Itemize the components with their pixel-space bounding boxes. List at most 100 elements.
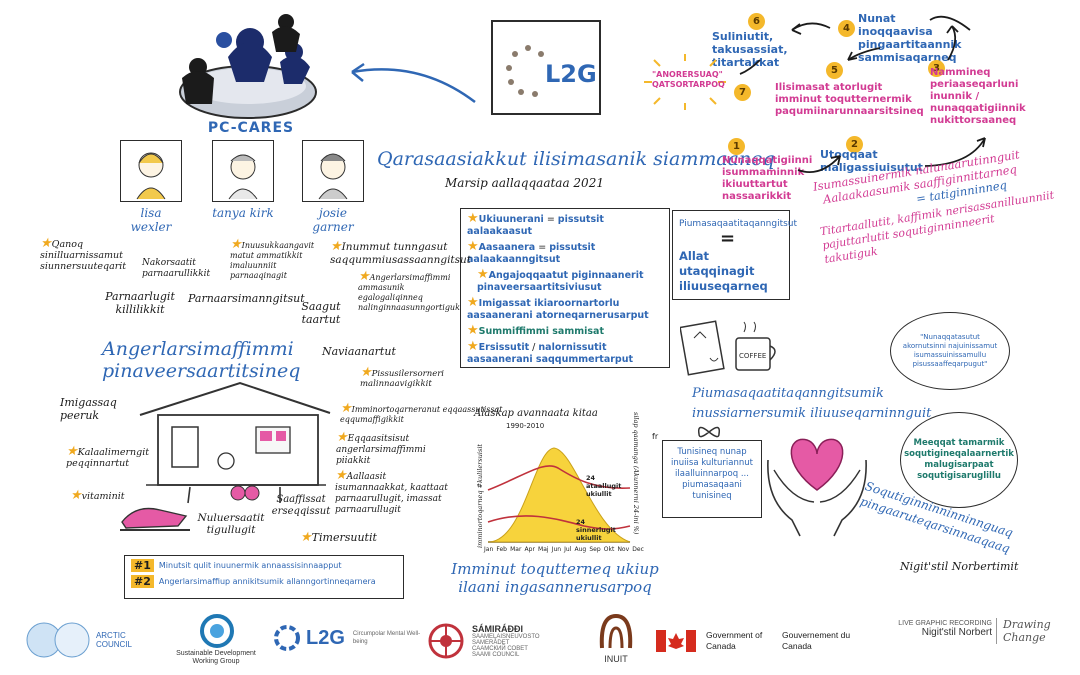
l2g-mark-icon — [506, 45, 544, 97]
tip-saaffissat: Saaffissat erseqqissut — [271, 494, 331, 517]
chart-caption: Imminut toqutterneq ukiup ilaani ingasan… — [451, 560, 659, 596]
list-term: Summiffimmi sammisat — [478, 326, 604, 337]
cycle-step-1: Nunaqqatigiinni isummaminnik ikiuuttartu… — [722, 155, 813, 202]
l2g-footer-logo: L2G Circumpolar Mental Well-being — [272, 616, 442, 660]
step-number: 5 — [826, 62, 843, 79]
step-number: 4 — [838, 20, 855, 37]
saami-council-logo: SÁMIRÁÐÐI SAAMELAISNEUVOSTO SAMERÅDET СА… — [426, 612, 576, 670]
legend-item: #2 Angerlarsimaffiup annikitsumik allann… — [131, 575, 397, 588]
portrait-josie — [302, 140, 364, 202]
step-number: 7 — [734, 84, 751, 101]
heart-in-hands — [762, 420, 872, 540]
list-def: nalornissutit aasaanerani saqqummertarpu… — [467, 342, 634, 365]
speaker-josie: josie garner — [302, 140, 372, 234]
l2g-footer-label: L2G — [306, 626, 345, 649]
saami-line: SAAMELAISNEUVOSTO — [472, 634, 540, 640]
month-label: Jan — [484, 546, 494, 553]
tip-parnaarsimanngitsut: Parnaarsimanngitsut — [188, 292, 305, 305]
tip-pissusilersorneri: ★Pissusilersorneri malinnaavigikkit — [360, 365, 445, 389]
month-label: Jul — [564, 546, 572, 553]
speaker-tanya: tanya kirk — [212, 140, 282, 220]
tip-aallaasit: ★Aallaasit isumannaakkat, kaattaat parna… — [335, 468, 448, 515]
card-and-coffee-sketch: COFFEE — [679, 318, 790, 378]
cycle-arrows — [739, 15, 986, 174]
tip-inummut: ★Inummut tunngasut saqqummiusassaanngits… — [330, 239, 472, 266]
recording-label: LIVE GRAPHIC RECORDING — [898, 620, 992, 627]
step-number: 2 — [846, 136, 863, 153]
saami-line: СААМСКИЙ СОВЕТ — [472, 646, 528, 652]
tip-vitaminit: ★vitaminit — [70, 488, 125, 503]
legend-item: #1 Minutsit qulit inuunermik annaassisin… — [131, 559, 397, 572]
gift-bow-icon — [694, 418, 724, 442]
sun-burst: "ANORERSUAQ" QATSORTARPOQ — [640, 52, 730, 112]
list-box: ★Ukiuunerani = pissutsit aalaakaasut ★Aa… — [460, 208, 670, 368]
tip-naviaanartut: Naviaanartut — [322, 345, 396, 358]
l2g-footer-sub: Circumpolar Mental Well-being — [352, 631, 421, 645]
chart-yaxis-left: imminortoqarneq #kulilersuisit — [476, 443, 484, 548]
month-label: Dec — [632, 546, 644, 553]
speech-text-bottom: Meeqqat tamarmik soqutigineqalaarnertik … — [904, 438, 1014, 481]
cycle-step-4: Nunat inoqqaavisa pingaartitaannik sammi… — [858, 12, 962, 64]
piumasaq-label: Piumasaqaatitaqanngitsut — [679, 219, 798, 229]
saami-line: SAAMI COUNCIL — [472, 652, 520, 658]
sdwg-logo: Sustainable Development Working Group — [164, 614, 268, 674]
step-number: 6 — [748, 13, 765, 30]
list-term: Ersissutit — [478, 342, 530, 353]
piumasaq-box: Piumasaqaatitaqanngitsut Allat utaqqinag… — [672, 210, 798, 300]
house-legend: #1 Minutsit qulit inuunermik annaassisin… — [124, 555, 404, 599]
drawing-change-logo: Drawing Change — [996, 618, 1058, 644]
arctic-council-label: ARCTIC COUNCIL — [95, 631, 132, 649]
cycle-step-5: Ilisimasat atorlugit imminut toqutterner… — [775, 82, 924, 117]
tip-qanoq: ★Qanoq sinilluarnissamut siunnersuuteqar… — [40, 236, 127, 272]
snowmobile-icon — [116, 498, 196, 534]
footer: ARCTIC COUNCIL Sustainable Development W… — [0, 608, 1080, 675]
arrow-to-pccares — [351, 62, 476, 103]
page-title: Qarasaasiakkut ilisimasanik siammaaneq — [377, 148, 775, 170]
tunisineq-box: Tunisineq nunap inuiisa kulturiannut ila… — [662, 440, 762, 518]
inuit-label: INUIT — [604, 654, 628, 664]
tip-parnaarlugit: Parnaarlugit killilikkit — [105, 290, 175, 316]
tip-saagut: Saagut taartut — [301, 300, 341, 326]
event-date: Marsip aallaqqaataa 2021 — [445, 176, 604, 190]
pc-cares-logo: PC-CARES — [168, 12, 328, 137]
portrait-tanya — [212, 140, 274, 202]
canada-logo: Government of Canada Gouvernement du Can… — [656, 626, 866, 656]
speaker-lisa: lisa wexler — [120, 140, 190, 234]
list-item: ★Ukiuunerani = pissutsit aalaakaasut — [467, 211, 604, 237]
speech-bubble-bottom: Meeqqat tamarmik soqutigineqalaarnertik … — [900, 412, 1018, 508]
inuit-logo: INUIT — [586, 612, 646, 670]
cycle-step-7: "ANORERSUAQ" QATSORTARPOQ — [652, 70, 725, 89]
month-label: Maj — [538, 546, 549, 553]
legend-text: Angerlarsimaffiup annikitsumik allanngor… — [158, 577, 376, 586]
l2g-frame: L2G — [491, 20, 601, 115]
gov-en: Government of Canada — [706, 630, 763, 651]
tip-angerlarsimaffimmi: ★Angerlarsimaffimmi ammasunik egalogaliq… — [358, 269, 460, 312]
svg-text:COFFEE: COFFEE — [739, 352, 766, 360]
tip-imigassaq: Imigassaq peeruk — [60, 396, 117, 422]
house-drawing — [130, 375, 340, 505]
pc-cares-label: PC-CARES — [207, 120, 295, 136]
chart-title: Alaskap avannaata kitaa — [474, 408, 598, 419]
month-label: Okt — [603, 546, 615, 553]
list-item: ★Angajoqqaatut piginnaanerit pinaveersaa… — [477, 267, 644, 293]
l2g-label: L2G — [545, 60, 597, 88]
tip-timersuutit: ★Timersuutit — [300, 530, 377, 545]
tip-inuusukkaangavit: ★Inuusukkaangavit matut ammatikkit imalu… — [230, 237, 315, 280]
chart-label-low: 24 sinnerlugit ukiullit — [576, 518, 616, 542]
step-number: 1 — [728, 138, 745, 155]
cycle-step-3: Nammineq periaaseqarluni inunnik / nunaq… — [930, 67, 1026, 126]
equals-sign: = — [720, 228, 736, 249]
list-def: pissutsit aalaakaanngitsut — [467, 242, 596, 265]
list-term: Angajoqqaatut piginnaanerit pinaveersaar… — [477, 270, 644, 293]
allat-label: Allat utaqqinagit iliuuseqarneq — [679, 249, 768, 293]
month-label: Apr — [524, 546, 535, 553]
speech-bubble-top: "Nunaqqatasutut akornutsinni najuinissam… — [890, 312, 1010, 390]
list-item: ★Imigassat ikiaroornartorlu aasaanerani … — [467, 295, 649, 321]
recorder-label: Nigit'stil Norbert — [921, 627, 992, 638]
month-label: Mar — [510, 546, 522, 553]
portrait-lisa — [120, 140, 182, 202]
list-item: ★Ersissutit / nalornissutit aasaanerani … — [467, 339, 634, 365]
tip-nakorsaatit: Nakorsaatit parnaarullikkit — [142, 258, 211, 279]
speech-text-top: "Nunaqqatasutut akornutsinni najuinissam… — [902, 333, 998, 368]
